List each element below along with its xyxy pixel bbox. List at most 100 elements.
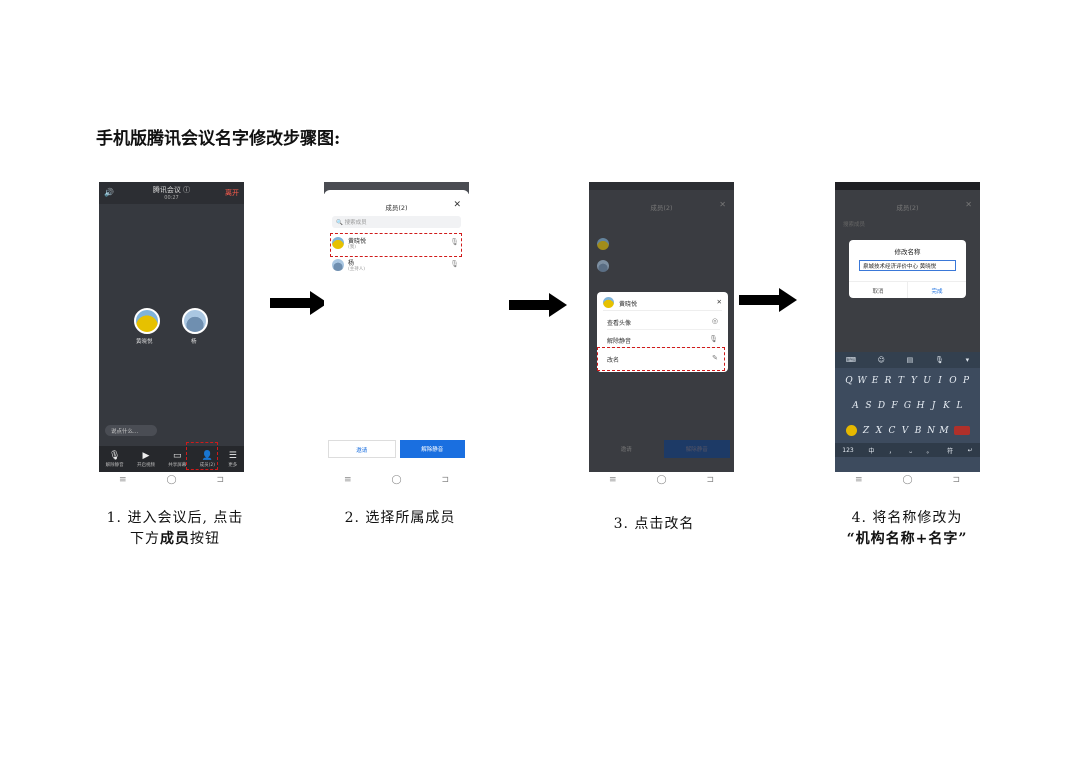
popup-header: 黄晓悦 ✕ — [603, 297, 722, 311]
keyboard-icon[interactable]: ⌨ — [845, 356, 856, 364]
close-icon[interactable]: ✕ — [716, 298, 722, 306]
unmute-button[interactable]: 🎙解除静音 — [105, 450, 124, 468]
members-title-dimmed: 成员(2) — [896, 204, 919, 212]
back-icon[interactable]: ⊐ — [952, 475, 961, 485]
close-icon[interactable]: ✕ — [453, 200, 461, 210]
meeting-duration: 00:27 — [164, 195, 179, 201]
caption-step1: 1. 进入会议后, 点击 下方成员按钮 — [106, 510, 244, 547]
key-s[interactable]: S — [865, 400, 872, 411]
key-p[interactable]: P — [962, 375, 970, 386]
member-row-self[interactable]: 黄晓悦 (我) 🎙 — [332, 234, 461, 254]
document-title: 手机版腾讯会议名字修改步骤图: — [96, 129, 341, 149]
back-icon[interactable]: ⊐ — [216, 475, 225, 485]
key-m[interactable]: M — [939, 425, 949, 436]
leave-button[interactable]: 离开 — [225, 189, 239, 197]
participant-name-a: 黄晓悦 — [136, 339, 153, 345]
member-search-input[interactable]: 🔍 搜索成员 — [332, 216, 461, 228]
key-y[interactable]: Y — [911, 375, 917, 386]
members-button[interactable]: 👤成员(2) — [199, 450, 215, 468]
meeting-header: 腾讯会议 ⓘ 00:27 — [99, 182, 244, 204]
key-d[interactable]: D — [877, 400, 886, 411]
home-icon[interactable]: ◯ — [166, 475, 177, 485]
keyboard-bottom-key-2[interactable]: ， — [888, 447, 895, 455]
meeting-toolbar: 🎙解除静音 ▶开启视频 ▭共享屏幕 👤成员(2) ☰更多 — [99, 446, 244, 472]
speaker-icon[interactable]: 🔊 — [104, 188, 114, 197]
members-title: 成员(2) — [385, 204, 408, 212]
name-input[interactable]: 泉城技术经济评价中心 黄晓悦 — [859, 260, 956, 271]
nav-bar-1: ≡ ◯ ⊐ — [99, 474, 244, 486]
member-row-host[interactable]: 杨 (主持人) 🎙 — [332, 256, 461, 276]
chat-input[interactable]: 说点什么... — [105, 425, 157, 436]
key-x[interactable]: X — [875, 425, 883, 436]
keyboard-bottom-key-3[interactable]: ⎵ — [909, 446, 912, 453]
arrow-right-icon — [509, 293, 567, 317]
key-r[interactable]: R — [884, 375, 892, 386]
done-button[interactable]: 完成 — [931, 289, 943, 295]
menu-icon[interactable]: ≡ — [608, 475, 617, 485]
menu-icon[interactable]: ≡ — [118, 475, 127, 485]
shift-key[interactable] — [845, 425, 857, 436]
clipboard-icon[interactable]: ▤ — [906, 356, 914, 364]
key-k[interactable]: K — [943, 400, 950, 411]
key-w[interactable]: W — [857, 375, 867, 386]
key-l[interactable]: L — [956, 400, 963, 411]
nav-bar-3: ≡ ◯ ⊐ — [589, 474, 734, 486]
key-c[interactable]: C — [888, 425, 896, 436]
key-z[interactable]: Z — [862, 425, 870, 436]
cancel-button[interactable]: 取消 — [849, 282, 908, 298]
arrow-right-icon — [270, 291, 328, 315]
key-t[interactable]: T — [897, 375, 904, 386]
members-icon: 👤 — [201, 450, 213, 461]
keyboard-bottom-row: 123 中 ， ⎵ 。 符 ↵ — [835, 443, 980, 457]
hide-keyboard-icon[interactable]: ▾ — [965, 356, 970, 364]
key-e[interactable]: E — [871, 375, 879, 386]
key-n[interactable]: N — [927, 425, 935, 436]
keyboard-bottom-key-6[interactable]: ↵ — [967, 446, 973, 454]
arrow-right-icon — [739, 288, 797, 312]
home-icon[interactable]: ◯ — [656, 475, 667, 485]
avatar — [597, 260, 609, 272]
key-u[interactable]: U — [923, 375, 931, 386]
share-screen-button[interactable]: ▭共享屏幕 — [168, 450, 187, 468]
highlight-rename-item — [597, 347, 725, 371]
home-icon[interactable]: ◯ — [902, 475, 913, 485]
invite-button[interactable]: 邀请 — [328, 440, 396, 458]
menu-item-unmute[interactable]: 解除静音🎙 — [607, 332, 720, 348]
key-o[interactable]: O — [949, 375, 957, 386]
keyboard-bottom-key-0[interactable]: 123 — [842, 446, 854, 454]
menu-icon[interactable]: ≡ — [343, 475, 352, 485]
key-b[interactable]: B — [914, 425, 922, 436]
video-button[interactable]: ▶开启视频 — [136, 450, 155, 468]
members-sheet: 成员(2) ✕ 🔍 搜索成员 黄晓悦 (我) 🎙 杨 (主持人) 🎙 — [324, 190, 469, 472]
key-h[interactable]: H — [916, 400, 925, 411]
voice-icon[interactable]: 🎙 — [935, 356, 944, 364]
unmute-all-button[interactable]: 解除静音 — [399, 440, 465, 458]
menu-icon[interactable]: ≡ — [854, 475, 863, 485]
participant-avatar-a[interactable] — [134, 308, 160, 334]
key-f[interactable]: F — [891, 400, 898, 411]
key-q[interactable]: Q — [845, 375, 853, 386]
keyboard-bottom-key-1[interactable]: 中 — [868, 447, 875, 455]
key-v[interactable]: V — [901, 425, 909, 436]
highlight-member-row — [330, 233, 462, 257]
key-a[interactable]: A — [852, 400, 859, 411]
more-button[interactable]: ☰更多 — [228, 450, 238, 468]
home-icon[interactable]: ◯ — [391, 475, 402, 485]
key-j[interactable]: J — [931, 400, 936, 411]
screenshot-step2-members: 成员(2) ✕ 🔍 搜索成员 黄晓悦 (我) 🎙 杨 (主持人) 🎙 邀请 解除… — [324, 182, 469, 472]
menu-item-rename[interactable]: 改名✎ — [607, 354, 718, 364]
keyboard-bottom-key-4[interactable]: 。 — [926, 447, 933, 455]
key-g[interactable]: G — [903, 400, 912, 411]
nav-bar-4: ≡ ◯ ⊐ — [835, 474, 980, 486]
back-icon[interactable]: ⊐ — [441, 475, 450, 485]
keyboard-bottom-key-5[interactable]: 符 — [947, 447, 954, 455]
emoji-icon[interactable]: ☺ — [877, 356, 885, 364]
menu-item-view-avatar[interactable]: 查看头像◎ — [607, 314, 720, 330]
backspace-key[interactable] — [953, 426, 970, 435]
back-icon[interactable]: ⊐ — [706, 475, 715, 485]
participant-avatar-b[interactable] — [182, 308, 208, 334]
key-i[interactable]: I — [938, 375, 942, 386]
avatar — [597, 238, 609, 250]
